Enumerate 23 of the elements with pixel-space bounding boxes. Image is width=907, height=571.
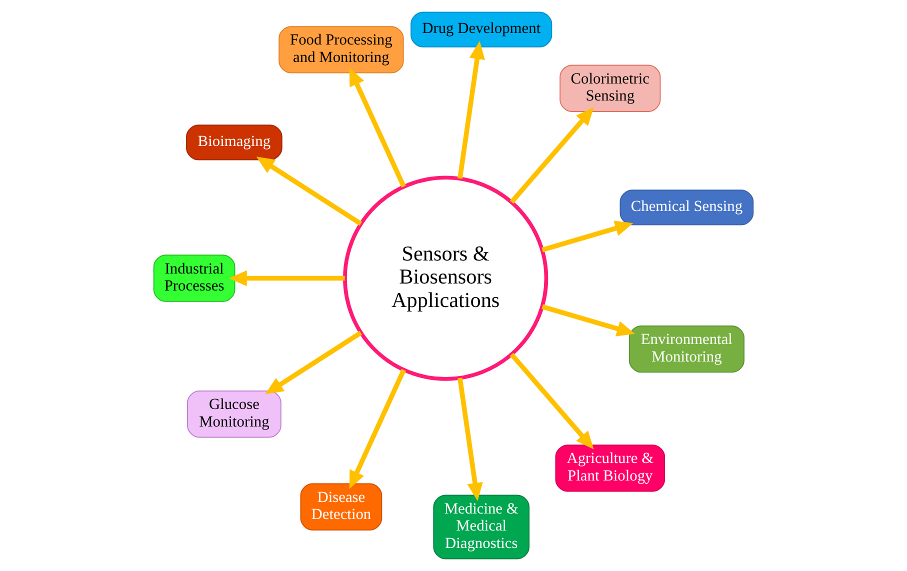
node-box: Medicine & Medical Diagnostics <box>433 494 530 560</box>
arrow <box>542 220 634 252</box>
node-box: Industrial Processes <box>153 254 236 302</box>
node-box: Bioimaging <box>186 124 282 160</box>
arrow <box>458 40 485 179</box>
arrow <box>458 378 483 501</box>
arrow <box>349 368 406 489</box>
arrow <box>228 270 345 286</box>
arrow <box>265 330 362 394</box>
arrow <box>542 304 635 336</box>
arrow <box>256 156 362 226</box>
node-box: Food Processing and Monitoring <box>278 26 404 74</box>
node-box: Colorimetric Sensing <box>560 64 661 112</box>
arrow <box>510 107 594 204</box>
node-box: Glucose Monitoring <box>187 390 282 438</box>
node-box: Chemical Sensing <box>620 190 754 226</box>
arrow <box>349 68 406 188</box>
node-box: Environmental Monitoring <box>628 325 744 373</box>
node-circle: Sensors & Biosensors Applications <box>343 176 548 381</box>
arrow <box>510 352 594 450</box>
node-box: Agriculture & Plant Biology <box>555 444 666 492</box>
node-box: Drug Development <box>410 12 552 48</box>
node-box: Disease Detection <box>300 483 382 530</box>
